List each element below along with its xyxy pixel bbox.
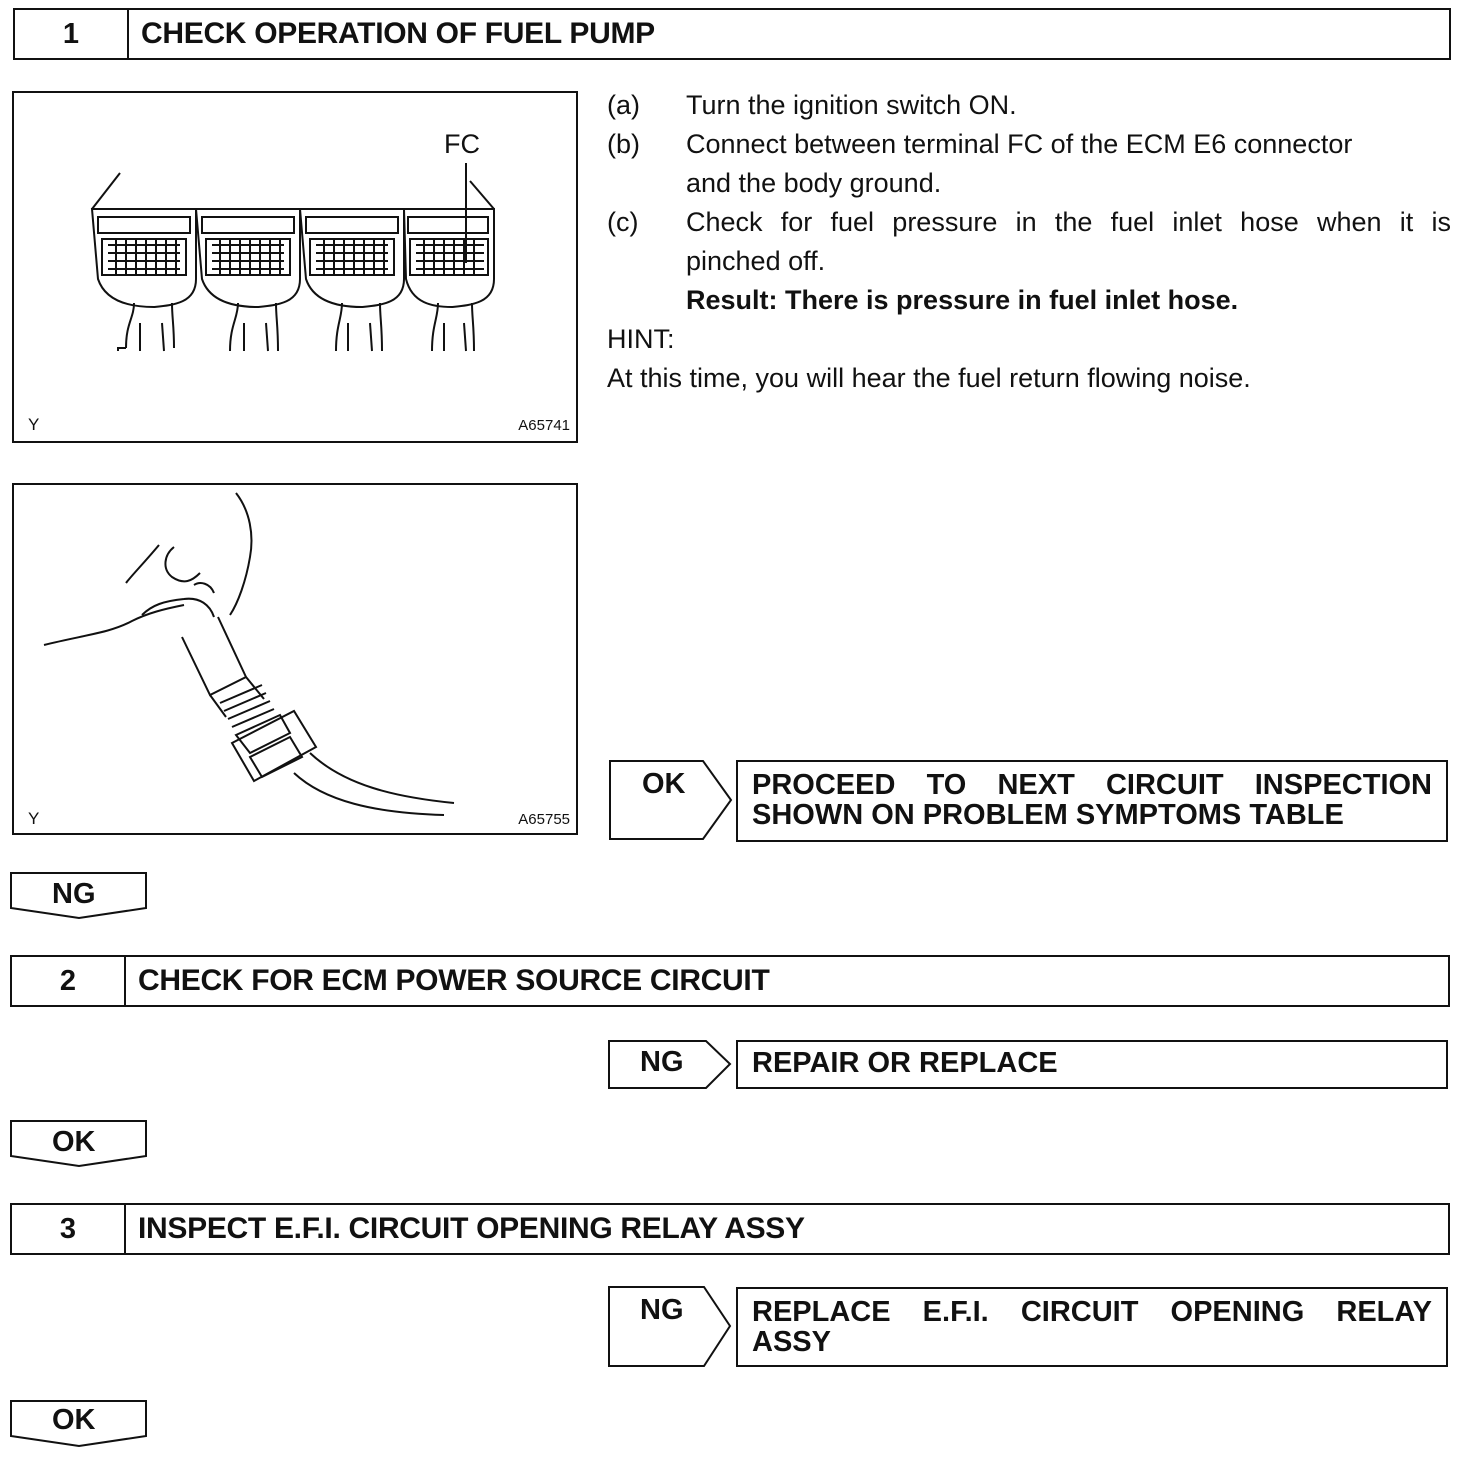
step-1-title: CHECK OPERATION OF FUEL PUMP — [141, 17, 655, 50]
ng-down-tab — [10, 872, 147, 920]
instruction-c-label: (c) — [607, 207, 639, 237]
instruction-b-line1: Connect between terminal FC of the ECM E… — [686, 129, 1353, 159]
ng-down-tab-label: NG — [52, 878, 96, 910]
hint-label: HINT: — [607, 324, 675, 354]
ecm-connectors-illustration — [90, 163, 495, 352]
ok-down-tab-step3-label: OK — [52, 1404, 96, 1436]
ng-arrow-tab-step3 — [608, 1286, 732, 1367]
replace-relay-result-box: REPLACE E.F.I. CIRCUIT OPENING RELAY ASS… — [736, 1287, 1448, 1367]
step-3-number: 3 — [12, 1205, 126, 1253]
ok-arrow-tab — [609, 760, 733, 840]
figure-2-code: A65755 — [518, 811, 570, 828]
figure-2-corner-label: Y — [28, 809, 40, 828]
proceed-result-line2: SHOWN ON PROBLEM SYMPTOMS TABLE — [752, 799, 1344, 831]
hint-text: At this time, you will hear the fuel ret… — [607, 363, 1251, 393]
ng-arrow-tab-step3-label: NG — [640, 1294, 684, 1326]
step-1-header: 1 CHECK OPERATION OF FUEL PUMP — [13, 8, 1451, 60]
ok-down-tab-step2-label: OK — [52, 1126, 96, 1158]
ecm-connector-figure: FC Y A65741 — [12, 91, 578, 443]
step-1-number: 1 — [15, 10, 129, 58]
fc-terminal-label: FC — [444, 129, 480, 159]
step-2-number: 2 — [12, 957, 126, 1005]
instruction-c-line1: Check for fuel pressure in the fuel inle… — [686, 207, 1451, 237]
proceed-result-line1: PROCEED TO NEXT CIRCUIT INSPECTION — [752, 769, 1432, 801]
pinched-hose-illustration — [43, 492, 455, 816]
fuel-hose-figure: Y A65755 — [12, 483, 578, 835]
step-3-title: INSPECT E.F.I. CIRCUIT OPENING RELAY ASS… — [138, 1212, 805, 1245]
ng-arrow-tab-step2-label: NG — [640, 1046, 684, 1078]
ok-arrow-tab-label: OK — [642, 768, 686, 800]
figure-1-corner-label: Y — [28, 415, 40, 434]
replace-relay-line1: REPLACE E.F.I. CIRCUIT OPENING RELAY — [752, 1296, 1432, 1328]
ok-down-tab-step3 — [10, 1400, 147, 1448]
repair-result-line1: REPAIR OR REPLACE — [752, 1047, 1058, 1079]
proceed-result-box: PROCEED TO NEXT CIRCUIT INSPECTION SHOWN… — [736, 760, 1448, 842]
ng-arrow-tab-step2 — [608, 1040, 732, 1089]
instruction-b-label: (b) — [607, 129, 640, 159]
instruction-b-line2: and the body ground. — [686, 168, 942, 198]
instruction-a-text: Turn the ignition switch ON. — [686, 90, 1017, 120]
replace-relay-line2: ASSY — [752, 1326, 831, 1358]
step-2-title: CHECK FOR ECM POWER SOURCE CIRCUIT — [138, 964, 770, 997]
instruction-a-label: (a) — [607, 90, 640, 120]
result-text: Result: There is pressure in fuel inlet … — [686, 285, 1239, 315]
instruction-c-line2: pinched off. — [686, 246, 826, 276]
step-3-header: 3 INSPECT E.F.I. CIRCUIT OPENING RELAY A… — [10, 1203, 1450, 1255]
repair-result-box: REPAIR OR REPLACE — [736, 1040, 1448, 1089]
step-2-header: 2 CHECK FOR ECM POWER SOURCE CIRCUIT — [10, 955, 1450, 1007]
figure-1-code: A65741 — [518, 417, 570, 434]
ok-down-tab-step2 — [10, 1120, 147, 1168]
